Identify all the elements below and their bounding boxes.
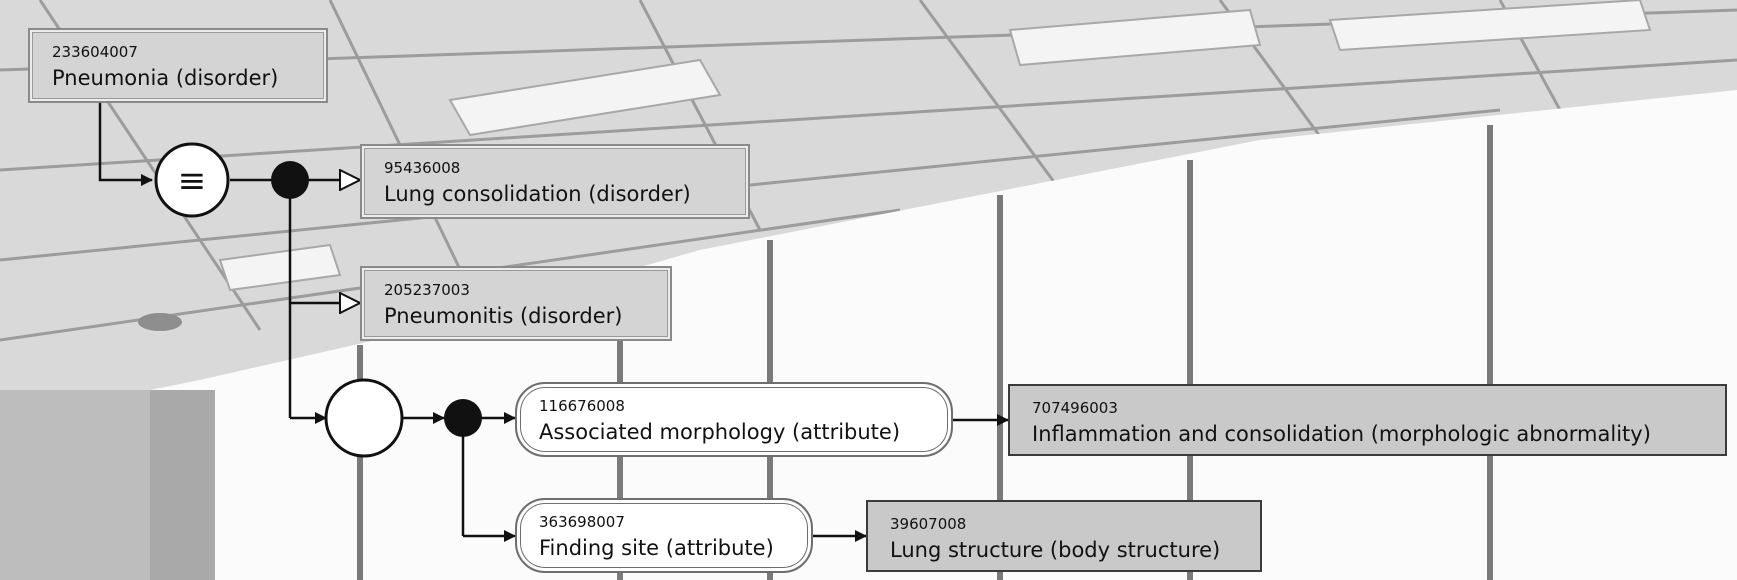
concept-code: 95436008 (384, 159, 461, 177)
attribute-box-finding-site: 363698007 Finding site (attribute) (515, 498, 813, 573)
equivalence-symbol: ≡ (178, 161, 207, 201)
attribute-label: Finding site (attribute) (539, 536, 774, 560)
concept-code: 233604007 (52, 43, 138, 61)
focus-to-definition-line (98, 98, 153, 186)
concept-label: Pneumonia (disorder) (52, 66, 279, 90)
conjunction-dot (271, 161, 309, 199)
value-concept-box-inflammation-and-consolidation: 707496003 Inflammation and consolidation… (1008, 384, 1727, 456)
concept-label: Pneumonitis (disorder) (384, 304, 623, 328)
parent-concept-box-lung-consolidation: 95436008 Lung consolidation (disorder) (360, 144, 750, 219)
attribute-group-circle (324, 378, 404, 458)
value-concept-box-lung-structure: 39607008 Lung structure (body structure) (866, 500, 1262, 572)
concept-label: Inflammation and consolidation (morpholo… (1032, 422, 1651, 446)
attribute-label: Associated morphology (attribute) (539, 420, 901, 444)
attribute-box-associated-morphology: 116676008 Associated morphology (attribu… (515, 382, 953, 457)
concept-label: Lung structure (body structure) (890, 538, 1221, 562)
concept-label: Lung consolidation (disorder) (384, 182, 691, 206)
attribute-code: 363698007 (539, 513, 625, 531)
concept-code: 707496003 (1032, 399, 1118, 417)
concept-code: 39607008 (890, 515, 967, 533)
parent-concept-box-pneumonitis: 205237003 Pneumonitis (disorder) (360, 266, 672, 341)
group-conjunction-dot (444, 399, 482, 437)
attribute-code: 116676008 (539, 397, 625, 415)
focus-concept-box: 233604007 Pneumonia (disorder) (28, 28, 328, 103)
equivalence-circle (154, 142, 230, 218)
concept-code: 205237003 (384, 281, 470, 299)
